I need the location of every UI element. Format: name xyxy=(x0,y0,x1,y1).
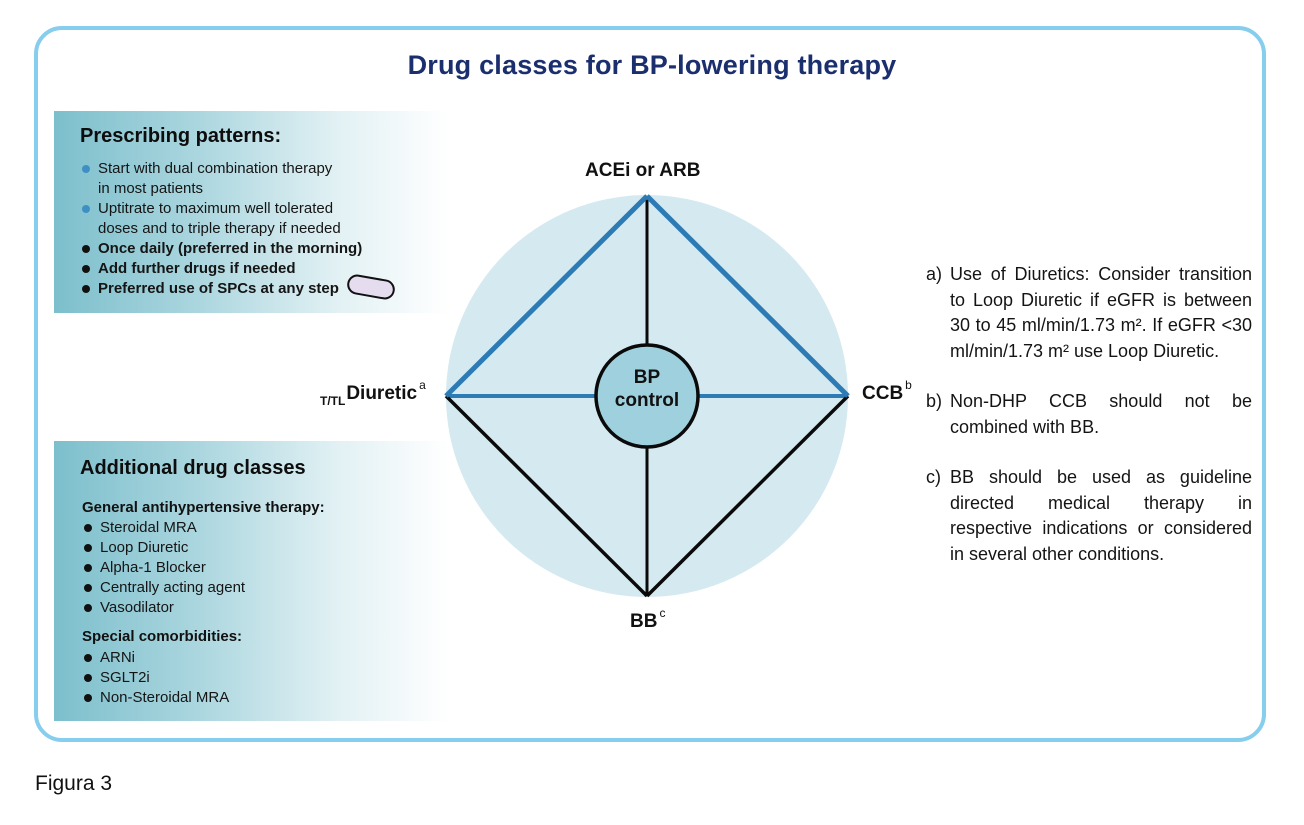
figure-frame xyxy=(34,26,1266,742)
special-comorbidity-item: Non-Steroidal MRA xyxy=(82,688,229,708)
footnote-c: c)BB should be used as guideline directe… xyxy=(926,467,1252,564)
general-therapy-item: Steroidal MRA xyxy=(82,518,245,538)
general-therapy-item: Centrally acting agent xyxy=(82,578,245,598)
prescribing-item: Preferred use of SPCs at any step xyxy=(80,273,397,302)
center-node xyxy=(594,343,700,449)
footnotes: a)Use of Diuretics: Consider transition … xyxy=(926,262,1252,592)
footnote-a: a)Use of Diuretics: Consider transition … xyxy=(926,264,1252,361)
prescribing-item: Add further drugs if needed xyxy=(80,259,395,279)
center-label: BP control xyxy=(614,367,680,411)
edge-right-bottom xyxy=(645,394,850,598)
edge-right-top xyxy=(645,194,850,398)
general-therapy-heading: General antihypertensive therapy: xyxy=(82,499,325,516)
additional-drug-classes-panel: Additional drug classes General antihype… xyxy=(54,441,449,721)
prescribing-heading: Prescribing patterns: xyxy=(80,125,282,147)
prescribing-patterns-panel: Prescribing patterns: Start with dual co… xyxy=(54,111,449,313)
additional-heading: Additional drug classes xyxy=(80,457,306,479)
figure-caption: Figura 3 xyxy=(35,772,113,795)
general-therapy-list: Steroidal MRA Loop Diuretic Alpha-1 Bloc… xyxy=(82,518,245,618)
node-label-top: ACEi or ARB xyxy=(585,160,701,181)
prescribing-item: Once daily (preferred in the morning) xyxy=(80,239,395,259)
general-therapy-item: Loop Diuretic xyxy=(82,538,245,558)
general-therapy-item: Vasodilator xyxy=(82,598,245,618)
edge-left-top xyxy=(444,194,649,398)
special-comorbidity-item: ARNi xyxy=(82,648,229,668)
special-comorbidity-item: SGLT2i xyxy=(82,668,229,688)
general-therapy-item: Alpha-1 Blocker xyxy=(82,558,245,578)
special-comorbidities-list: ARNi SGLT2i Non-Steroidal MRA xyxy=(82,648,229,708)
edge-left-bottom xyxy=(444,394,649,598)
footnote-b: b)Non-DHP CCB should not be combined wit… xyxy=(926,391,1252,437)
figure-title: Drug classes for BP-lowering therapy xyxy=(407,50,897,80)
special-comorbidities-heading: Special comorbidities: xyxy=(82,628,243,645)
